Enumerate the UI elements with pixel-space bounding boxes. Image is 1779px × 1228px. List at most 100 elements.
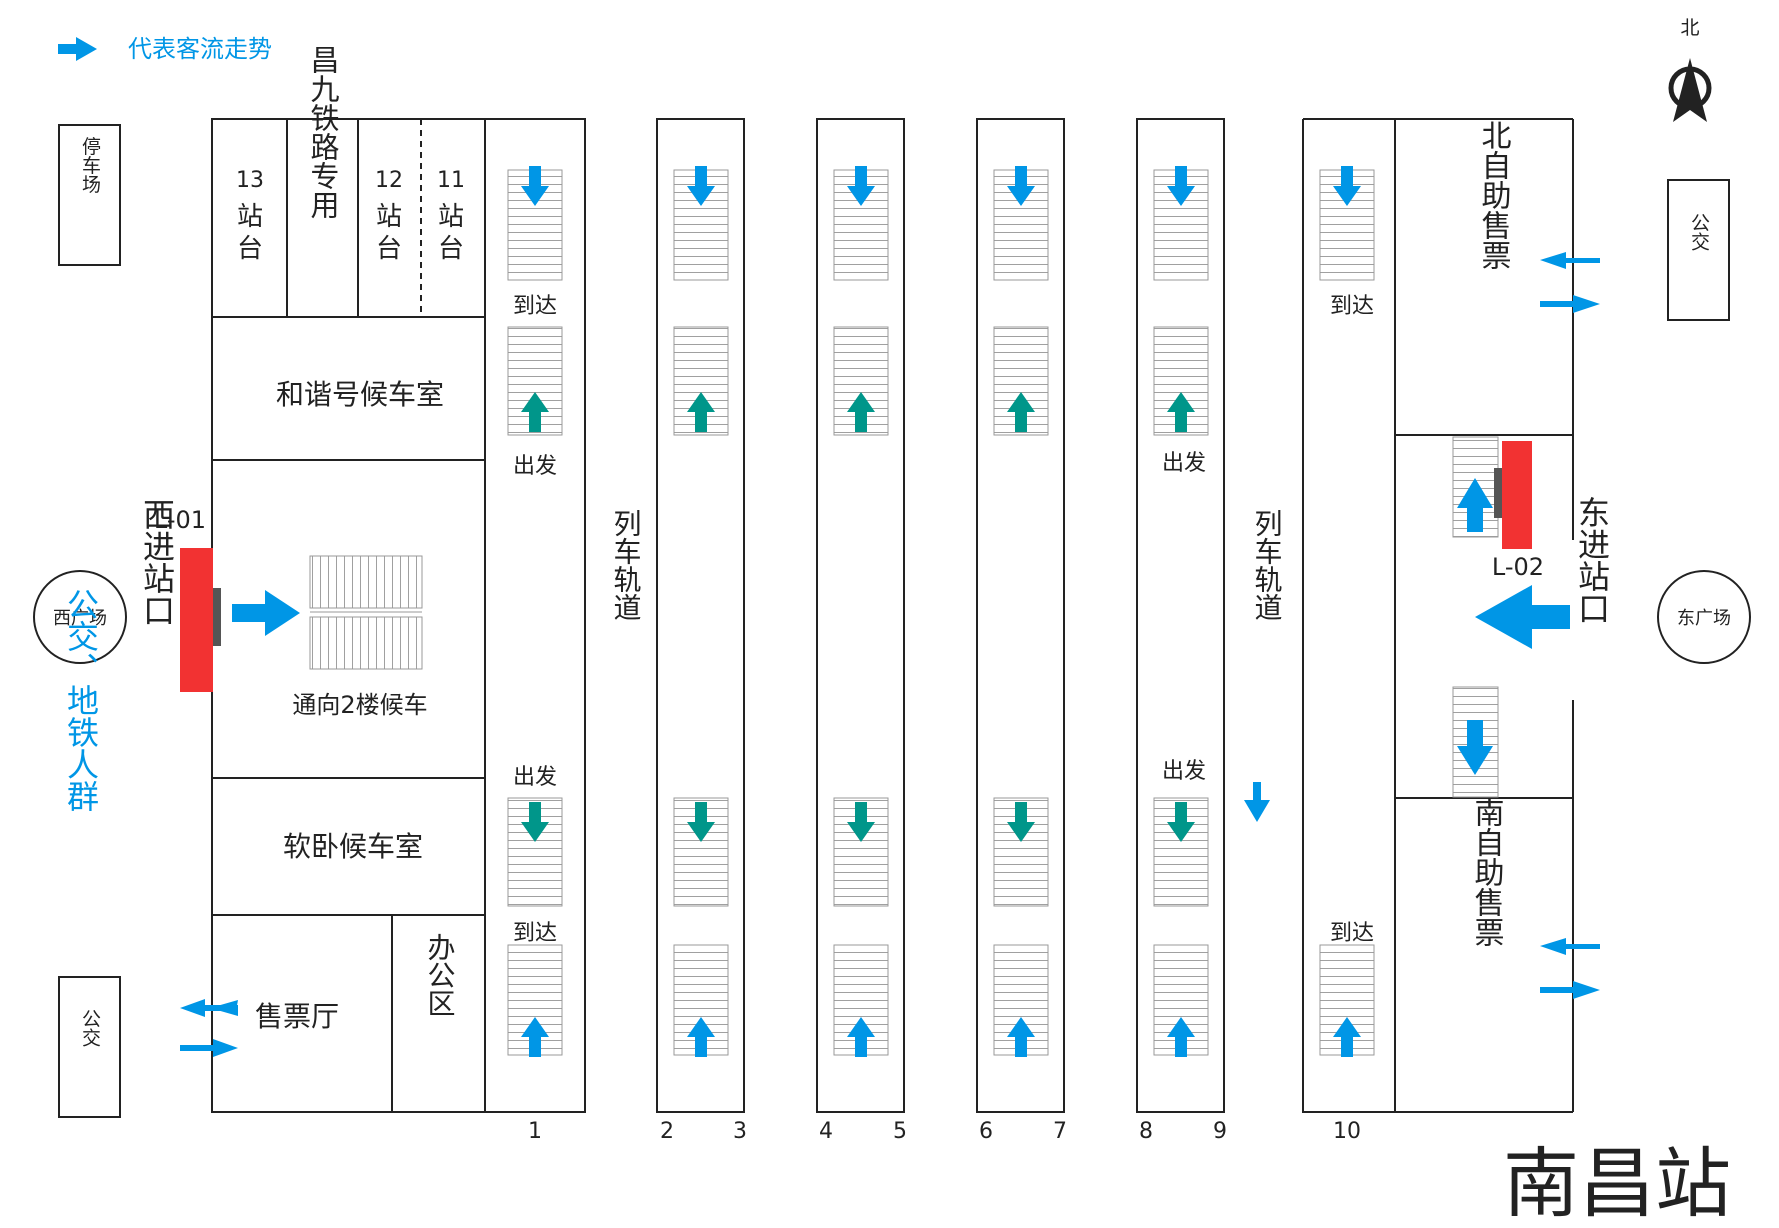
platform-number-4: 4 [819,1119,833,1144]
to-2f-label: 通向2楼候车 [292,691,427,719]
tvm-flow-arrows [1540,252,1600,999]
west-plaza-circle [33,570,127,664]
arrive-down-arrow-icon-4 [1167,166,1195,206]
compass: 北 [1668,17,1712,122]
arrive-up-arrow-icon-1 [687,1017,715,1057]
p1-arrive-top: 到达 [513,294,557,319]
platform-numbers: 1 2 3 4 5 6 7 8 9 10 [528,1119,1361,1144]
p10-down-arrow-icon [1333,166,1361,206]
platform-island-3 [976,118,1065,1113]
office-label: 办公区 [424,933,457,1017]
legend: 代表客流走势 [58,35,272,63]
east-plaza-label: 东广场 [1677,608,1731,629]
platform-13-num: 13 [236,168,264,193]
platform-island-2 [816,118,905,1113]
platform-13-zhan: 站 [237,202,263,232]
track-label-2: 列车轨道 [1251,509,1284,621]
compass-north-label: 北 [1680,17,1699,39]
arrive-down-arrow-icon-0 [521,166,549,206]
arrive-down-arrow-icon-2 [847,166,875,206]
soft-sleeper-label: 软卧候车室 [283,830,423,863]
depart-down-arrow-icon-3 [1007,802,1035,842]
east-gate-door [1494,468,1502,518]
depart-down-arrow-icon-2 [847,802,875,842]
track-label-1: 列车轨道 [610,509,643,621]
west-plaza-label: 西广场 [53,608,107,629]
platform-number-9: 9 [1213,1119,1227,1144]
p10-arrive-bottom: 到达 [1330,921,1374,946]
depart-up-arrow-icon-0 [521,392,549,432]
west-entrance-label: 西进站口 [138,498,176,626]
bus-box-sw [58,976,121,1118]
ticket-flow-arrows [180,999,238,1057]
platform-12-tai: 台 [376,234,402,264]
west-gate [180,548,213,692]
platform-number-6: 6 [979,1119,993,1144]
depart-up-arrow-icon-2 [847,392,875,432]
platform-number-1: 1 [528,1119,542,1144]
west-gate-door [213,588,221,646]
platform-number-10: 10 [1333,1119,1361,1144]
platform-13-tai: 台 [237,234,263,264]
east-gate-id: L-02 [1492,553,1544,581]
platform-number-5: 5 [893,1119,907,1144]
parking-box [58,124,121,266]
west-inflow-arrow-icon [232,590,300,636]
p1-depart-top: 出发 [513,454,557,479]
east-gate [1502,441,1532,549]
west-crowd-label: 公交、地铁人群 [62,588,100,812]
west-building [211,118,586,1113]
station-title: 南昌站 [1503,1139,1731,1228]
legend-label: 代表客流走势 [128,35,272,63]
arrive-up-arrow-icon-0 [521,1017,549,1057]
platform-11-zhan: 站 [438,202,464,232]
p10-arrive-top: 到达 [1330,294,1374,319]
arrive-down-arrow-icon-3 [1007,166,1035,206]
east-entrance-label: 东进站口 [1573,496,1611,624]
east-inflow-arrow-icon [1475,585,1570,649]
p1-depart-bottom: 出发 [513,765,557,790]
platform-island-1 [656,118,745,1113]
platform-number-3: 3 [733,1119,747,1144]
south-tvm-label: 南自助售票 [1469,797,1505,947]
platform-12-zhan: 站 [376,202,402,232]
east-building [1302,118,1574,1113]
compass-needle-icon [1673,58,1707,122]
platform-12-num: 12 [375,168,403,193]
stair-mid-up-1 [673,326,729,436]
depart-down-arrow-icon-4 [1167,802,1195,842]
harmony-waiting-label: 和谐号候车室 [276,378,444,411]
arrive-down-arrow-icon-1 [687,166,715,206]
platform-11-num: 11 [437,168,465,193]
platform-number-7: 7 [1053,1119,1067,1144]
changjiu-label: 昌九铁路专用 [306,45,340,219]
north-tvm-label: 北自助售票 [1476,120,1512,270]
platform-number-8: 8 [1139,1119,1153,1144]
east-up-arrow-icon [1457,478,1493,532]
bus-label-sw: 公交 [79,1009,101,1047]
flow-arrows [521,166,1361,1057]
platform-number-2: 2 [660,1119,674,1144]
parking-label: 停车场 [79,136,101,193]
depart-up-arrow-icon-1 [687,392,715,432]
platforms [656,118,1225,1113]
ticket-hall-label: 售票厅 [255,1000,339,1033]
p89-depart-top: 出发 [1162,451,1206,476]
east-down-arrow-icon [1457,720,1493,775]
bus-box-ne [1667,179,1730,321]
track2-down-arrow-icon [1244,782,1270,822]
platform-11-tai: 台 [438,234,464,264]
west-gate-id: L-01 [154,506,206,534]
depart-up-arrow-icon-4 [1167,392,1195,432]
depart-down-arrow-icon-0 [521,802,549,842]
depart-down-arrow-icon-1 [687,802,715,842]
arrive-up-arrow-icon-2 [847,1017,875,1057]
east-plaza-circle [1657,570,1751,664]
escalator-to-2f [309,555,423,670]
legend-arrow-icon [58,37,97,61]
arrive-up-arrow-icon-4 [1167,1017,1195,1057]
p1-arrive-bottom: 到达 [513,921,557,946]
bus-label-ne: 公交 [1688,213,1710,251]
